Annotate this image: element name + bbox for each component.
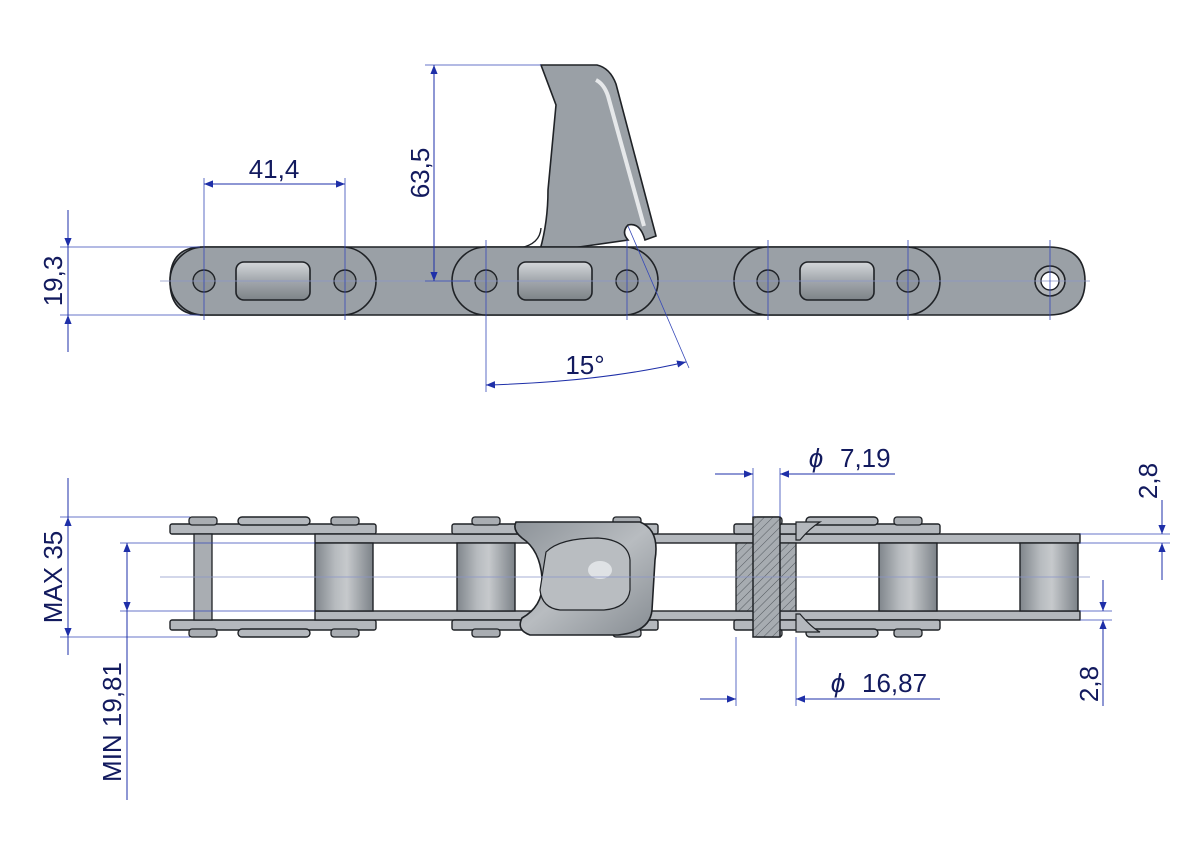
slot-profile (805, 628, 879, 638)
hook-cup-face (539, 537, 631, 611)
hook-cup-highlight (588, 561, 612, 579)
slot-profile (237, 628, 311, 638)
slot-profile (805, 516, 879, 526)
plate-width-dim-text: 19,3 (38, 256, 68, 307)
pin-head (893, 516, 923, 526)
pin-head (330, 516, 360, 526)
pitch-dim-text: 41,4 (249, 154, 300, 184)
slot-profile (237, 516, 311, 526)
pin-diameter-symbol: ϕ (809, 443, 823, 473)
max-width-dim-text: MAX 35 (38, 531, 68, 624)
pin-head (188, 516, 218, 526)
angle-dim-arc (485, 360, 687, 389)
hook-fillet (519, 227, 542, 249)
pin-head (188, 628, 218, 638)
top-view: 41,4 63,5 19,3 15° (38, 64, 1090, 392)
roller-diameter-text: 16,87 (862, 668, 927, 698)
pin-diameter-text: 7,19 (840, 443, 891, 473)
side-view: ϕ 7,19 ϕ 16,87 2,8 2,8 MAX 35 (38, 443, 1170, 800)
hook-highlight (595, 78, 646, 227)
angle-dim-text: 15° (565, 350, 604, 380)
pin-head (330, 628, 360, 638)
min-inner-width-dim-text: MIN 19,81 (97, 662, 127, 782)
section-cup-lip (795, 521, 823, 633)
roller-diameter-symbol: ϕ (831, 668, 845, 698)
inner-plate-bar-top (314, 533, 1081, 544)
pin-head (893, 628, 923, 638)
plate-thickness-top-text: 2,8 (1133, 463, 1163, 499)
hook-attachment (538, 64, 657, 251)
pin-head (471, 516, 501, 526)
plate-thickness-bottom-text: 2,8 (1074, 666, 1104, 702)
height-dim-text: 63,5 (405, 148, 435, 199)
pin-head (471, 628, 501, 638)
inner-plate-bar-bottom (314, 610, 1081, 621)
